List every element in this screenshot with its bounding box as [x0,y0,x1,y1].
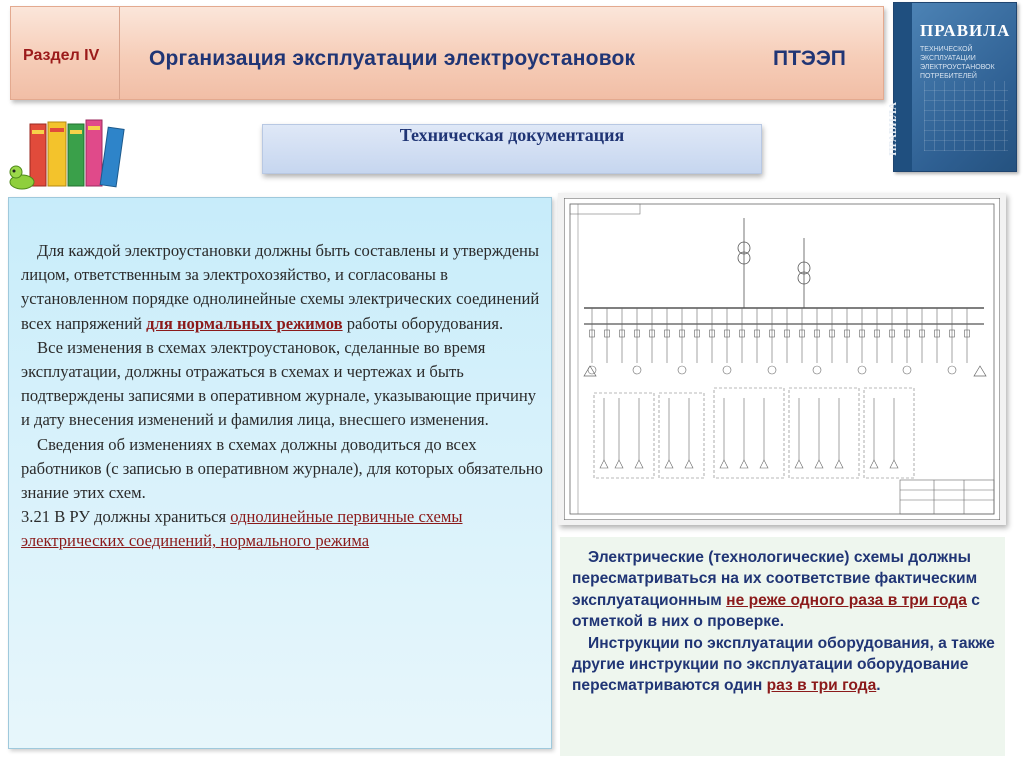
note-panel: Электрические (технологические) схемы до… [560,537,1005,756]
page-title: Организация эксплуатации электроустаново… [149,47,636,70]
book-title: ПРАВИЛА [920,21,1011,40]
highlight-normal-modes: для нормальных режимов [146,313,343,333]
highlight-three-years: не реже одного раза в три года [726,591,967,609]
clause-3-21: 3.21 В РУ должны храниться однолинейные … [21,507,463,551]
main-text-panel: Для каждой электроустановки должны быть … [8,197,552,749]
note-text: Электрические (технологические) схемы до… [572,547,997,697]
paragraph-2: Все изменения в схемах электроустановок,… [21,337,537,430]
section-subtitle: Техническая документация [262,124,762,174]
rules-book-cover-image: ПРАВИЛА ПРАВИЛА ТЕХНИЧЕСКОЙ ЭКСПЛУАТАЦИИ… [887,2,1017,172]
note-paragraph-2: Инструкции по эксплуатации оборудования,… [572,634,995,695]
highlight-once-three-years: раз в три года [766,677,877,695]
books-icon [9,119,125,190]
electrical-schematic [564,198,1000,520]
note-paragraph-1: Электрические (технологические) схемы до… [572,549,980,631]
book-cover-pattern [924,81,1008,151]
header-bar: Раздел IV Организация эксплуатации элект… [10,6,884,100]
book-subtitle: ТЕХНИЧЕСКОЙ ЭКСПЛУАТАЦИИ ЭЛЕКТРОУСТАНОВО… [920,46,995,80]
paragraph-1: Для каждой электроустановки должны быть … [21,241,540,333]
single-line-diagram-image [558,193,1006,525]
clause-link: однолинейные первичные схемы электрическ… [21,507,463,551]
section-label: Раздел IV [23,47,100,64]
book-spine: ПРАВИЛА [887,3,912,171]
header-abbreviation: ПТЭЭП [773,47,846,70]
header-divider [119,7,120,99]
main-text: Для каждой электроустановки должны быть … [21,239,547,554]
paragraph-3: Сведения об изменениях в схемах должны д… [21,434,543,503]
